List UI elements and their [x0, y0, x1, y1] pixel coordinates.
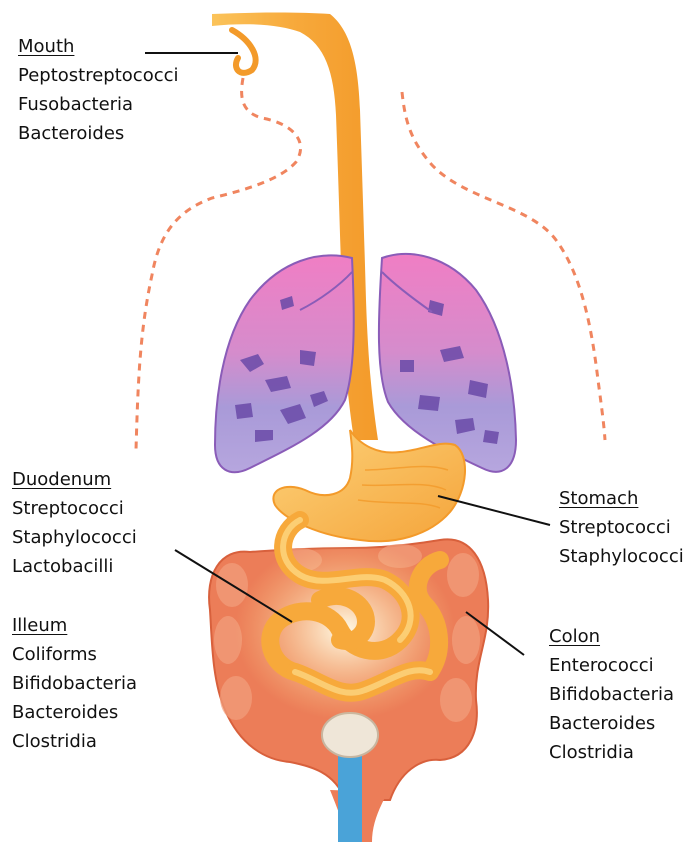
mouth-organism: Bacteroides — [18, 119, 179, 148]
ileum-organism: Coliforms — [12, 640, 137, 669]
mouth-label-block: Mouth Peptostreptococci Fusobacteria Bac… — [18, 32, 179, 148]
duodenum-organism: Streptococci — [12, 494, 137, 523]
colon-organism: Bacteroides — [549, 709, 674, 738]
colon-organism: Enterococci — [549, 651, 674, 680]
ileum-label-block: Illeum Coliforms Bifidobacteria Bacteroi… — [12, 611, 137, 756]
duodenum-organism: Lactobacilli — [12, 552, 137, 581]
duodenum-heading: Duodenum — [12, 465, 137, 494]
ileum-organism: Clostridia — [12, 727, 137, 756]
mouth-organism: Fusobacteria — [18, 90, 179, 119]
stomach-pointer-line — [438, 496, 550, 525]
mouth-organism: Peptostreptococci — [18, 61, 179, 90]
colon-heading: Colon — [549, 622, 674, 651]
colon-organism: Bifidobacteria — [549, 680, 674, 709]
duodenum-label-block: Duodenum Streptococci Staphylococci Lact… — [12, 465, 137, 581]
mouth-heading: Mouth — [18, 32, 179, 61]
duodenum-organism: Staphylococci — [12, 523, 137, 552]
stomach-organism: Staphylococci — [559, 542, 684, 571]
ileum-heading: Illeum — [12, 611, 137, 640]
stomach-heading: Stomach — [559, 484, 684, 513]
colon-organism: Clostridia — [549, 738, 674, 767]
colon-label-block: Colon Enterococci Bifidobacteria Bactero… — [549, 622, 674, 767]
stomach-organism: Streptococci — [559, 513, 684, 542]
ileum-organism: Bacteroides — [12, 698, 137, 727]
ileum-organism: Bifidobacteria — [12, 669, 137, 698]
stomach-label-block: Stomach Streptococci Staphylococci — [559, 484, 684, 571]
